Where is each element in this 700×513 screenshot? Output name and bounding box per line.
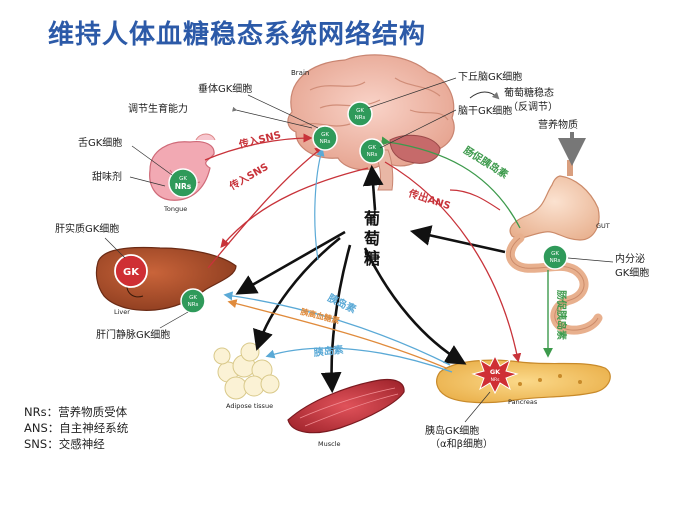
arrow-label-insulin-1: 胰岛素 (326, 291, 359, 316)
gut-organ: GUT (506, 160, 610, 335)
glucose-label-2: 萄 (363, 229, 380, 248)
gk-node-hepatocyte: GK (114, 254, 148, 288)
label-tongue-gk: 舌GK细胞 (78, 136, 122, 149)
glucose-label-1: 葡 (363, 209, 380, 228)
arrow-label-incretin: 肠促胰岛素 (461, 144, 510, 182)
gk-node-tongue: GK NRs (168, 168, 198, 198)
label-glucose-homeostasis: 葡萄糖稳态 (504, 86, 554, 99)
label-feedback: （反调节） (508, 101, 558, 113)
page-title: 维持人体血糖稳态系统网络结构 (48, 20, 427, 50)
svg-text:NRs: NRs (175, 182, 192, 191)
svg-text:GK: GK (356, 108, 364, 114)
label-islet-gk-1: 胰岛GK细胞 (425, 424, 479, 437)
gk-node-hypothalamus: GK NRs (347, 101, 373, 127)
brain-caption: Brain (291, 69, 309, 77)
liver-organ: Liver (95, 246, 237, 316)
gk-node-brainstem: GK NRs (359, 138, 385, 164)
gk-node-islet: GK NRs (471, 354, 519, 395)
legend-nrs: NRs：营养物质受体 (24, 405, 128, 419)
legend: NRs：营养物质受体 ANS：自主神经系统 SNS：交感神经 (24, 404, 128, 452)
hormone-arrows (223, 147, 453, 373)
label-hypothalamus-gk: 下丘脑GK细胞 (458, 70, 522, 83)
label-portal-gk: 肝门静脉GK细胞 (96, 328, 170, 341)
arrow-label-sns-in-1: 传入SNS (237, 128, 283, 151)
legend-ans: ANS：自主神经系统 (24, 421, 129, 435)
pancreas-organ: Pancreas (436, 359, 611, 406)
tongue-caption: Tongue (163, 205, 187, 213)
svg-text:GK: GK (368, 145, 376, 151)
svg-text:NRs: NRs (491, 377, 500, 383)
label-sweetener: 甜味剂 (92, 170, 122, 183)
label-brainstem-gk: 脑干GK细胞 (458, 104, 512, 117)
glucose-arrows (235, 164, 506, 394)
red-arrows (204, 133, 522, 363)
arrow-label-glucagon: 胰高血糖素 (300, 306, 341, 325)
svg-text:GK: GK (321, 132, 329, 138)
label-endocrine-gk-2: GK细胞 (615, 266, 649, 279)
adipose-caption: Adipose tissue (226, 402, 273, 410)
legend-sns: SNS：交感神经 (24, 437, 105, 451)
arrow-label-incretin-2: 肠促胰岛素 (555, 290, 568, 340)
homeostasis-arrow (469, 91, 500, 100)
svg-text:GK: GK (551, 251, 559, 257)
muscle-organ: Muscle (287, 378, 405, 448)
svg-text:GK: GK (179, 176, 187, 182)
svg-text:GK: GK (123, 267, 140, 278)
liver-caption: Liver (114, 308, 130, 316)
label-pituitary-gk: 垂体GK细胞 (198, 82, 252, 95)
svg-text:GK: GK (189, 295, 197, 301)
adipose-organ: Adipose tissue (213, 342, 280, 410)
label-islet-gk-2: （α和β细胞） (430, 437, 493, 450)
incretin-arrows (380, 136, 553, 358)
muscle-caption: Muscle (318, 440, 341, 448)
svg-text:NRs: NRs (320, 139, 331, 145)
arrow-label-sns-in-2: 传入SNS (226, 160, 270, 193)
gk-node-gut: GK NRs (542, 244, 568, 270)
gk-node-portal: GK NRs (180, 288, 206, 314)
svg-text:NRs: NRs (355, 115, 366, 121)
pancreas-caption: Pancreas (508, 398, 538, 406)
svg-text:GK: GK (490, 368, 501, 376)
arrow-label-ans-out: 传出ANS (406, 186, 452, 212)
brain-organ: Brain (287, 54, 455, 191)
glucose-label-3: 糖 (364, 249, 380, 268)
gut-caption: GUT (596, 222, 610, 230)
label-fertility: 调节生育能力 (128, 102, 188, 115)
label-nutrients: 营养物质 (538, 118, 578, 131)
label-hepatocyte-gk: 肝实质GK细胞 (55, 222, 119, 235)
label-endocrine-gk-1: 内分泌 (615, 252, 645, 265)
svg-text:NRs: NRs (367, 152, 378, 158)
svg-text:NRs: NRs (550, 258, 561, 264)
gk-node-pituitary: GK NRs (312, 125, 338, 151)
svg-text:NRs: NRs (188, 302, 199, 308)
arrow-label-insulin-2: 胰岛素 (313, 343, 344, 359)
